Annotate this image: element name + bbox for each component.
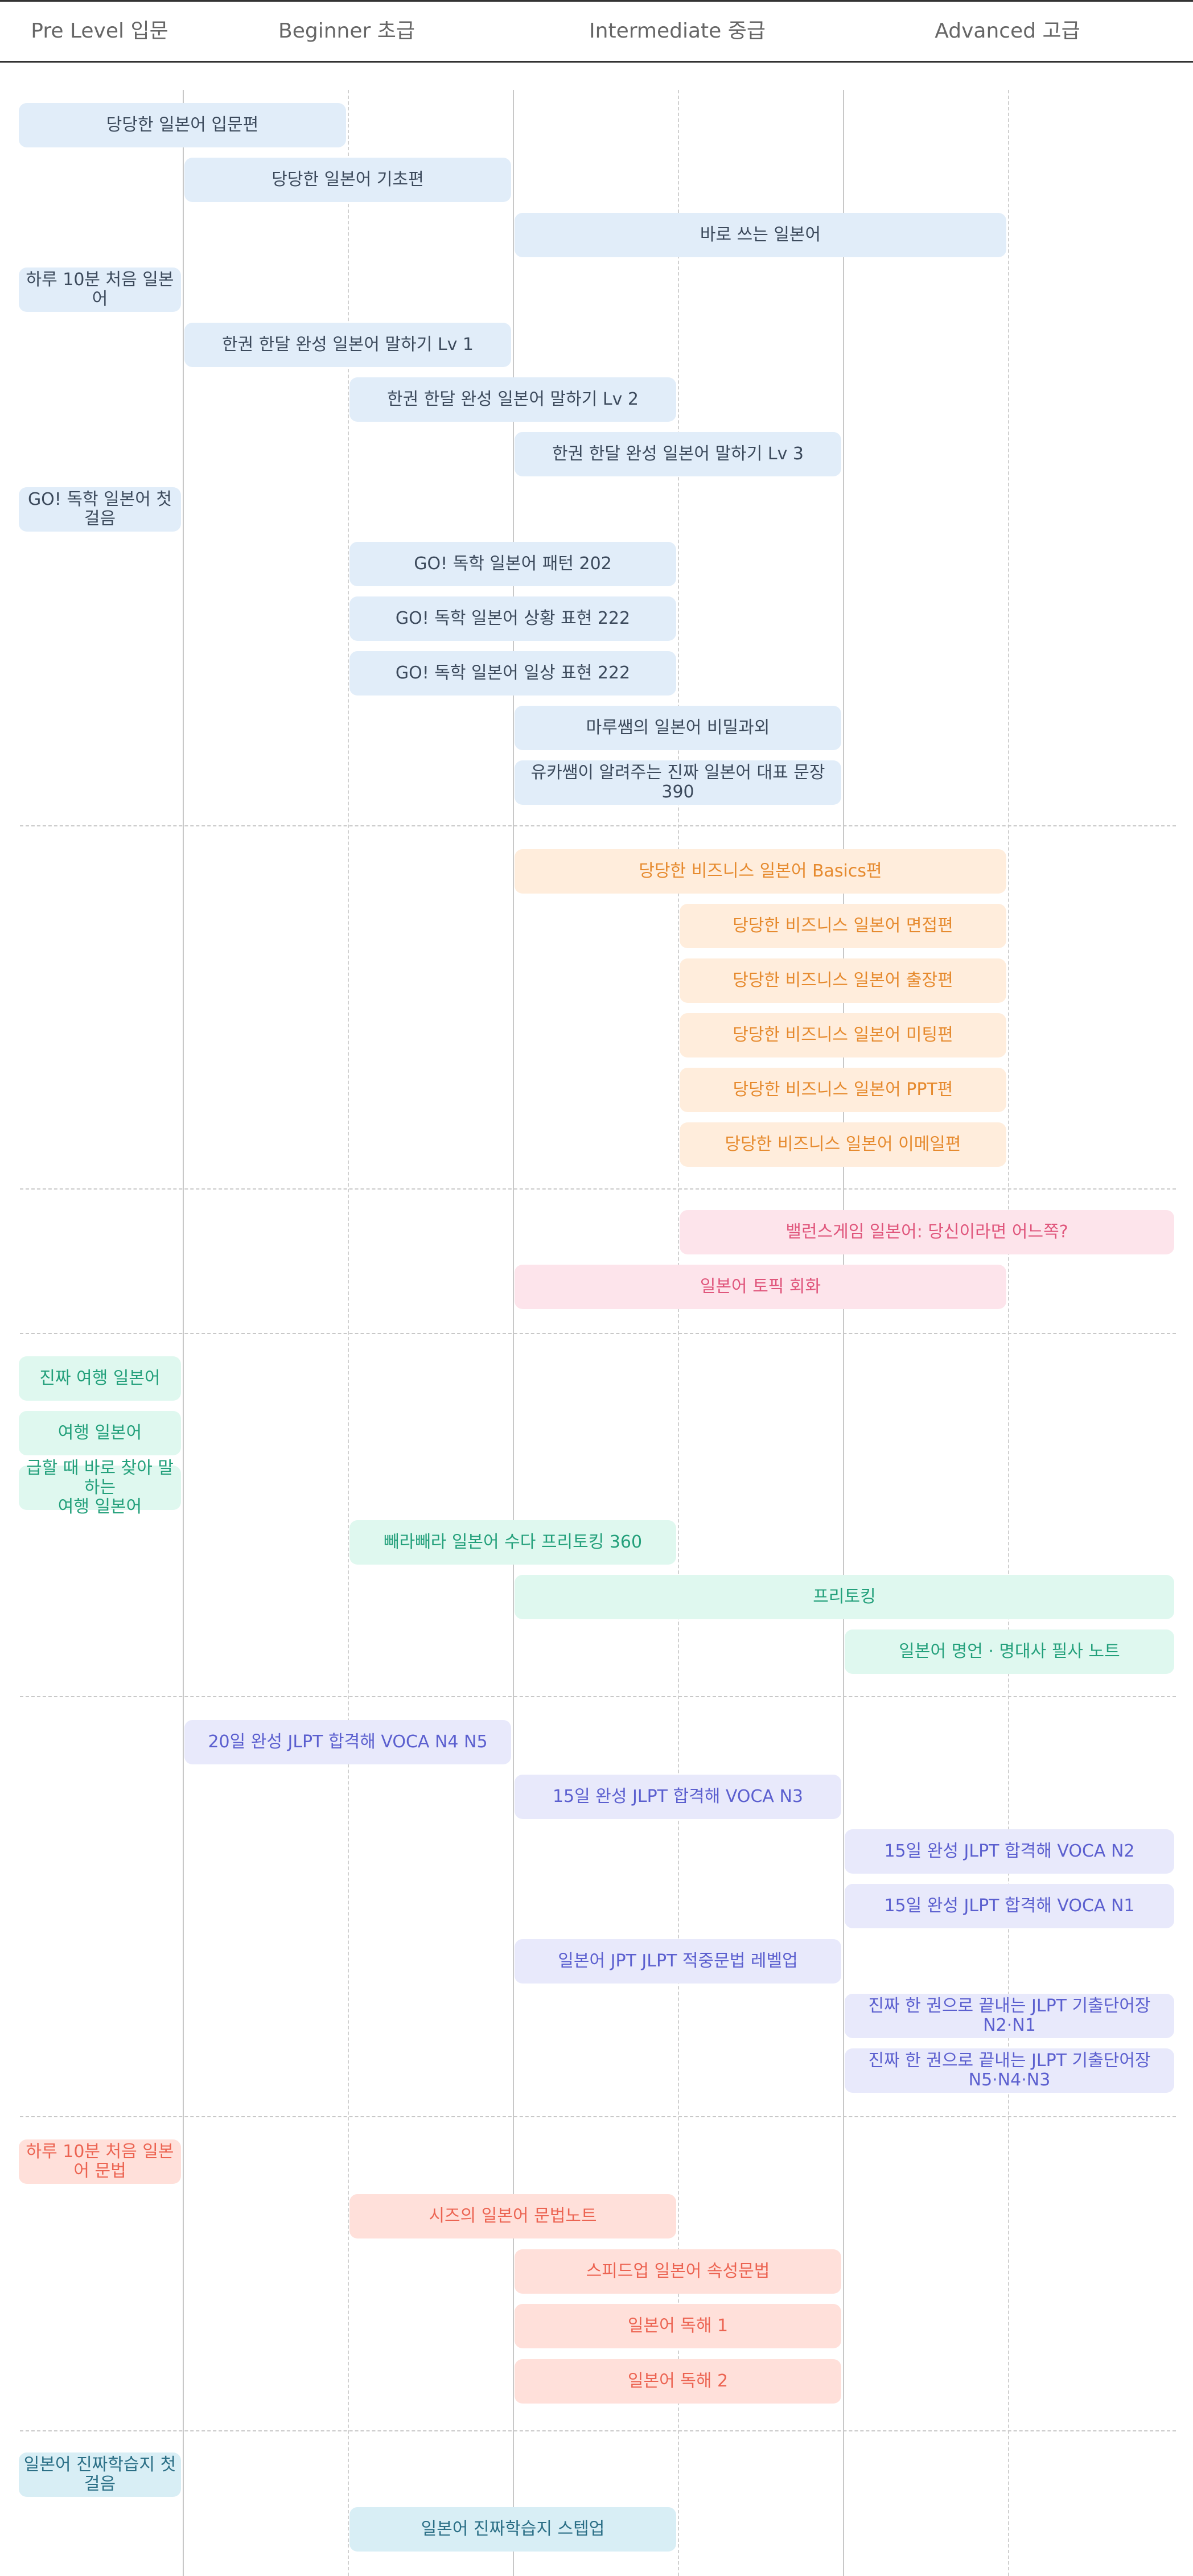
course-pill[interactable]: 한권 한달 완성 일본어 말하기 Lv 1	[184, 323, 511, 367]
course-pill[interactable]: 당당한 비즈니스 일본어 미팅편	[680, 1013, 1006, 1057]
course-pill[interactable]: 당당한 비즈니스 일본어 면접편	[680, 904, 1006, 948]
level-header-beginner: Beginner 초급	[278, 19, 415, 43]
level-header-advanced: Advanced 고급	[935, 19, 1080, 43]
course-pill[interactable]: 스피드업 일본어 속성문법	[515, 2249, 841, 2294]
course-pill[interactable]: 프리토킹	[515, 1575, 1174, 1619]
level-header: Pre Level 입문 Beginner 초급 Intermediate 중급…	[0, 0, 1193, 63]
course-pill[interactable]: 한권 한달 완성 일본어 말하기 Lv 2	[349, 377, 676, 422]
course-pill[interactable]: 일본어 JPT JLPT 적중문법 레벨업	[515, 1939, 841, 1984]
course-pill[interactable]: 하루 10분 처음 일본어 문법	[19, 2139, 181, 2184]
level-header-intermediate: Intermediate 중급	[589, 19, 766, 43]
course-pill[interactable]: 진짜 여행 일본어	[19, 1356, 181, 1401]
group-separator	[20, 825, 1176, 826]
course-pill[interactable]: 일본어 독해 2	[515, 2359, 841, 2404]
course-pill[interactable]: 시즈의 일본어 문법노트	[349, 2194, 676, 2238]
course-pill[interactable]: GO! 독학 일본어 상황 표현 222	[349, 596, 676, 641]
course-pill[interactable]: 하루 10분 처음 일본어	[19, 268, 181, 312]
course-pill[interactable]: 일본어 명언 · 명대사 필사 노트	[845, 1629, 1174, 1674]
course-pill[interactable]: GO! 독학 일본어 패턴 202	[349, 542, 676, 586]
course-pill[interactable]: 급할 때 바로 찾아 말하는 여행 일본어	[19, 1459, 181, 1517]
course-pill[interactable]: 15일 완성 JLPT 합격해 VOCA N2	[845, 1829, 1174, 1874]
course-pill[interactable]: 유카쌤이 알려주는 진짜 일본어 대표 문장 390	[515, 760, 841, 805]
course-pill[interactable]: 여행 일본어	[19, 1411, 181, 1455]
course-pill[interactable]: 진짜 한 권으로 끝내는 JLPT 기출단어장 N5·N4·N3	[845, 2048, 1174, 2093]
course-pill[interactable]: 당당한 일본어 입문편	[19, 103, 346, 147]
course-pill[interactable]: 당당한 비즈니스 일본어 이메일편	[680, 1122, 1006, 1167]
group-separator	[20, 2430, 1176, 2431]
course-pill[interactable]: 마루쌤의 일본어 비밀과외	[515, 706, 841, 750]
course-pill[interactable]: 20일 완성 JLPT 합격해 VOCA N4 N5	[184, 1720, 511, 1764]
level-header-pre: Pre Level 입문	[31, 19, 168, 43]
group-separator	[20, 1696, 1176, 1697]
course-pill[interactable]: 바로 쓰는 일본어	[515, 213, 1006, 257]
course-pill[interactable]: 당당한 일본어 기초편	[184, 158, 511, 202]
course-pill[interactable]: 진짜 한 권으로 끝내는 JLPT 기출단어장 N2·N1	[845, 1994, 1174, 2038]
course-pill[interactable]: 한권 한달 완성 일본어 말하기 Lv 3	[515, 432, 841, 476]
course-pill[interactable]: 일본어 진짜학습지 스텝업	[349, 2507, 676, 2552]
course-pill[interactable]: 일본어 독해 1	[515, 2304, 841, 2348]
course-pill[interactable]: 15일 완성 JLPT 합격해 VOCA N1	[845, 1884, 1174, 1928]
course-pill[interactable]: 15일 완성 JLPT 합격해 VOCA N3	[515, 1775, 841, 1819]
course-pill[interactable]: 일본어 토픽 회화	[515, 1265, 1006, 1309]
group-separator	[20, 1188, 1176, 1190]
course-pill[interactable]: 일본어 진짜학습지 첫걸음	[19, 2452, 181, 2497]
group-separator	[20, 2116, 1176, 2117]
course-pill[interactable]: GO! 독학 일본어 일상 표현 222	[349, 651, 676, 696]
course-pill[interactable]: GO! 독학 일본어 첫걸음	[19, 487, 181, 532]
course-pill[interactable]: 당당한 비즈니스 일본어 출장편	[680, 958, 1006, 1003]
group-separator	[20, 1333, 1176, 1334]
course-pill[interactable]: 당당한 비즈니스 일본어 PPT편	[680, 1068, 1006, 1112]
course-pill[interactable]: 밸런스게임 일본어: 당신이라면 어느쪽?	[680, 1210, 1174, 1254]
course-pill[interactable]: 당당한 비즈니스 일본어 Basics편	[515, 849, 1006, 894]
course-pill[interactable]: 빼라빼라 일본어 수다 프리토킹 360	[349, 1520, 676, 1565]
